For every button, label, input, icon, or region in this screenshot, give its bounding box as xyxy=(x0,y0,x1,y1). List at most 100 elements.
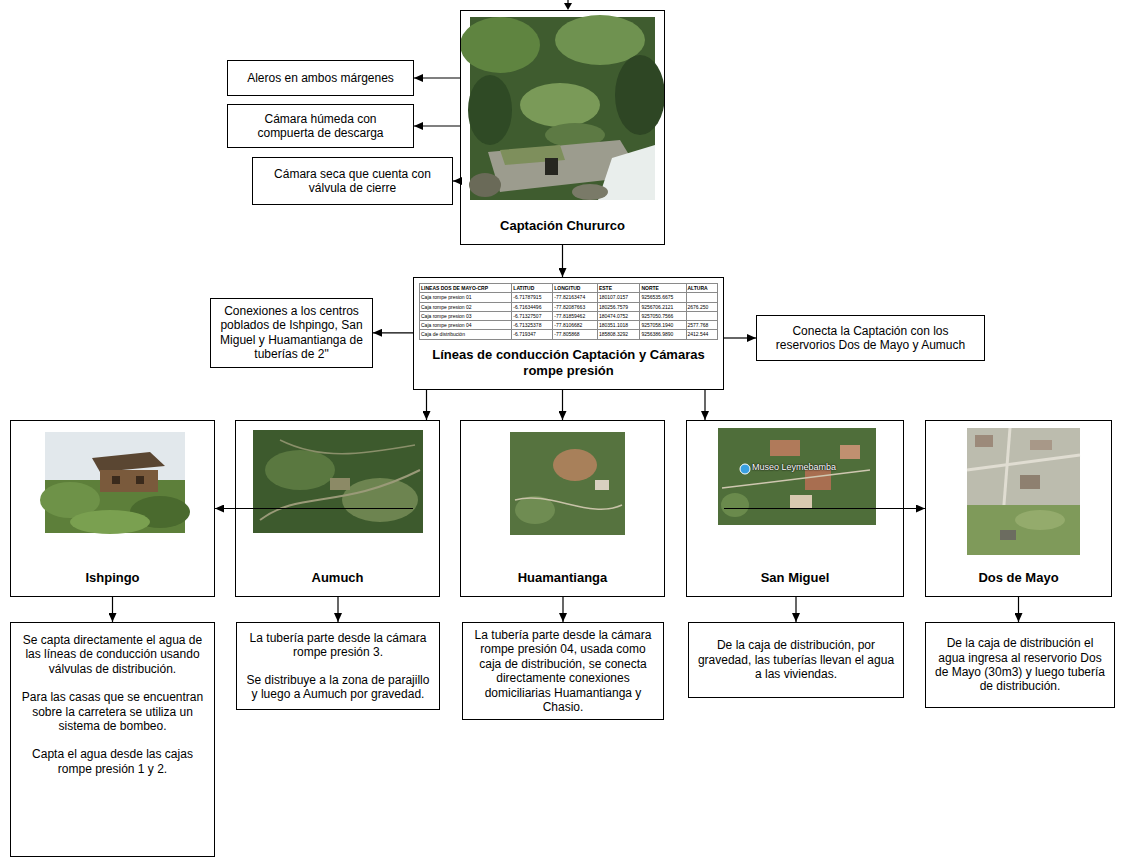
note-box: Se capta directamente el agua de las lín… xyxy=(10,622,215,857)
table-cell: -77.8106682 xyxy=(553,321,598,330)
photo-box: Huamantianga xyxy=(460,420,665,597)
house-photo xyxy=(40,432,190,534)
flow-arrow xyxy=(562,597,563,622)
table-cell: LATITUD xyxy=(512,284,553,293)
table-cell: 9256386.9890 xyxy=(640,330,686,339)
table-cell: Caja rompe presion 04 xyxy=(420,321,512,330)
table-cell: 2412.544 xyxy=(686,330,718,339)
note-box: La tubería parte desde la cámara rompe p… xyxy=(236,622,440,710)
box-text: Se distribuye a la zona de parajillo y l… xyxy=(244,673,432,702)
box-text: La tubería parte desde la cámara rompe p… xyxy=(470,628,656,714)
box-title: Captación Chururco xyxy=(500,218,625,234)
table-cell: -6.71634496 xyxy=(512,302,553,311)
box-text: Para las casas que se encuentran sobre l… xyxy=(18,690,207,733)
table-cell: NORTE xyxy=(640,284,686,293)
flow-arrow xyxy=(373,332,413,333)
intake-photo xyxy=(460,15,665,200)
table-cell: 180474.0752 xyxy=(597,311,639,320)
box-text: De la caja de distribución, por gravedad… xyxy=(696,638,896,681)
table-cell: -77.82087663 xyxy=(553,302,598,311)
note-box: De la caja de distribución el agua ingre… xyxy=(925,622,1115,708)
satellite-photo xyxy=(510,432,625,535)
note-box: De la caja de distribución, por gravedad… xyxy=(688,622,904,698)
table-cell: -77.82163474 xyxy=(553,293,598,302)
flow-arrow xyxy=(724,337,756,338)
flow-arrow xyxy=(112,597,113,622)
box-title: Líneas de conducción Captación y Cámaras… xyxy=(420,347,717,380)
box-title: Aumuch xyxy=(312,570,364,586)
box-text: La tubería parte desde la cámara rompe p… xyxy=(244,631,432,660)
flow-arrow xyxy=(1018,597,1019,622)
table-cell: Caja de distribución xyxy=(420,330,512,339)
table-cell: -77.81859462 xyxy=(553,311,598,320)
data-table: LINEAS DOS DE MAYO-CRPLATITUDLONGITUDEST… xyxy=(419,283,718,340)
flow-arrow xyxy=(215,508,413,509)
table-cell: LINEAS DOS DE MAYO-CRP xyxy=(420,284,512,293)
note-box: Aleros en ambos márgenes xyxy=(227,60,414,96)
table-cell-empty xyxy=(686,311,718,320)
flow-arrow xyxy=(562,245,563,277)
table-cell: 185808.3292 xyxy=(597,330,639,339)
box-title: Dos de Mayo xyxy=(978,570,1058,586)
box-title: San Miguel xyxy=(761,570,830,586)
box-text: Conexiones a los centros poblados de Ish… xyxy=(218,304,365,362)
table-cell: 180107.0157 xyxy=(597,293,639,302)
table-cell: 180256.7579 xyxy=(597,302,639,311)
table-cell: 9257058.1940 xyxy=(640,321,686,330)
table-cell: Caja rompe presion 01 xyxy=(420,293,512,302)
table-cell: 9256706.2121 xyxy=(640,302,686,311)
map-label: Museo Leymebamba xyxy=(752,462,836,472)
flow-arrow xyxy=(562,390,563,420)
table-cell-empty xyxy=(686,293,718,302)
satellite-photo xyxy=(253,430,423,533)
table-cell: -6.719347 xyxy=(512,330,553,339)
table-cell: -6.71327507 xyxy=(512,311,553,320)
table-cell: -6.71325378 xyxy=(512,321,553,330)
flow-arrow xyxy=(795,597,796,622)
box-text: Cámara seca que cuenta con válvula de ci… xyxy=(260,167,445,196)
flow-arrow xyxy=(426,390,427,420)
note-box: La tubería parte desde la cámara rompe p… xyxy=(462,622,664,720)
box-text: Cámara húmeda con compuerta de descarga xyxy=(235,112,406,141)
incoming-arrow xyxy=(564,0,572,10)
table-cell: Caja rompe presion 02 xyxy=(420,302,512,311)
table-cell: ESTE xyxy=(597,284,639,293)
table-cell: 9257050.7566 xyxy=(640,311,686,320)
table-cell: 2676.250 xyxy=(686,302,718,311)
note-box: Conecta la Captación con los reservorios… xyxy=(756,315,985,361)
flow-arrow xyxy=(724,508,925,509)
photo-box: Captación Chururco xyxy=(460,10,665,245)
town-photo xyxy=(967,428,1080,555)
photo-box: Dos de Mayo xyxy=(925,420,1112,597)
box-title: Huamantianga xyxy=(518,570,608,586)
photo-box: San Miguel xyxy=(686,420,904,597)
photo-box: Ishpingo xyxy=(10,420,215,597)
flow-arrow xyxy=(704,390,705,420)
table-cell: -6.71787915 xyxy=(512,293,553,302)
box-text: De la caja de distribución el agua ingre… xyxy=(933,636,1107,694)
flow-arrow xyxy=(414,77,460,78)
photo-box: Aumuch xyxy=(235,420,440,597)
box-text: Aleros en ambos márgenes xyxy=(247,71,394,85)
note-box: Cámara seca que cuenta con válvula de ci… xyxy=(252,157,453,205)
table-cell: LONGITUD xyxy=(553,284,598,293)
table-cell: 180351.1018 xyxy=(597,321,639,330)
flow-arrow xyxy=(337,597,338,622)
table-cell: Caja rompe presion 03 xyxy=(420,311,512,320)
table-cell: ALTURA xyxy=(686,284,718,293)
box-text: Capta el agua desde las cajas rompe pres… xyxy=(18,747,207,776)
table-cell: 9256535.6675 xyxy=(640,293,686,302)
note-box: Conexiones a los centros poblados de Ish… xyxy=(210,298,373,368)
box-title: Ishpingo xyxy=(85,570,139,586)
satellite-photo xyxy=(718,428,876,525)
box-text: Se capta directamente el agua de las lín… xyxy=(18,633,207,676)
flow-arrow xyxy=(453,180,460,181)
flow-arrow xyxy=(414,125,460,126)
table-cell: 2577.768 xyxy=(686,321,718,330)
box-text: Conecta la Captación con los reservorios… xyxy=(764,324,977,353)
table-cell: -77.805868 xyxy=(553,330,598,339)
note-box: Cámara húmeda con compuerta de descarga xyxy=(227,104,414,148)
